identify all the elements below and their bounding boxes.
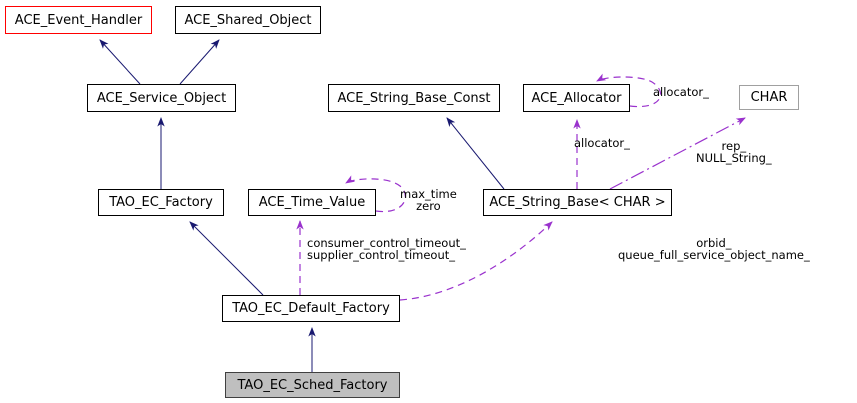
node-label: ACE_Allocator — [531, 90, 622, 106]
node-tao-ec-default-factory[interactable]: TAO_EC_Default_Factory — [222, 295, 400, 322]
edge-label-rep-null-string: rep_ NULL_String_ — [696, 139, 772, 165]
edge-label-allocator-self: allocator_ — [653, 85, 709, 99]
edge-label-orbid-queue: orbid_ queue_full_service_object_name_ — [618, 236, 810, 262]
edge-service-to-event-handler — [99, 39, 141, 85]
node-label: CHAR — [750, 90, 788, 105]
edge-label-max-time-zero: max_time zero — [400, 187, 457, 213]
node-ace-time-value[interactable]: ACE_Time_Value — [248, 189, 376, 216]
node-tao-ec-factory[interactable]: TAO_EC_Factory — [98, 189, 224, 216]
edge-label-control-timeouts: consumer_control_timeout_ supplier_contr… — [307, 236, 466, 262]
node-label: ACE_Event_Handler — [14, 12, 143, 28]
node-tao-ec-sched-factory[interactable]: TAO_EC_Sched_Factory — [225, 372, 400, 398]
node-ace-service-object[interactable]: ACE_Service_Object — [87, 84, 236, 112]
node-label: ACE_Shared_Object — [184, 12, 312, 28]
node-ace-allocator[interactable]: ACE_Allocator — [523, 84, 630, 112]
node-ace-event-handler[interactable]: ACE_Event_Handler — [5, 6, 152, 34]
node-label: ACE_Time_Value — [258, 195, 366, 210]
edge-service-to-shared-object — [179, 39, 220, 85]
node-ace-string-base-char[interactable]: ACE_String_Base< CHAR > — [483, 189, 672, 216]
node-ace-string-base-const[interactable]: ACE_String_Base_Const — [328, 84, 500, 112]
node-label: ACE_String_Base_Const — [337, 90, 491, 106]
node-label: TAO_EC_Sched_Factory — [237, 377, 388, 393]
edge-label-allocator-down: allocator_ — [574, 136, 630, 150]
node-ace-shared-object[interactable]: ACE_Shared_Object — [175, 6, 321, 34]
edge-default-to-factory — [189, 221, 264, 296]
node-char[interactable]: CHAR — [739, 85, 799, 110]
node-label: TAO_EC_Default_Factory — [232, 301, 390, 316]
edge-stringbase-to-const — [446, 117, 505, 190]
node-label: ACE_String_Base< CHAR > — [489, 195, 666, 210]
node-label: TAO_EC_Factory — [109, 195, 213, 210]
node-label: ACE_Service_Object — [96, 90, 227, 106]
